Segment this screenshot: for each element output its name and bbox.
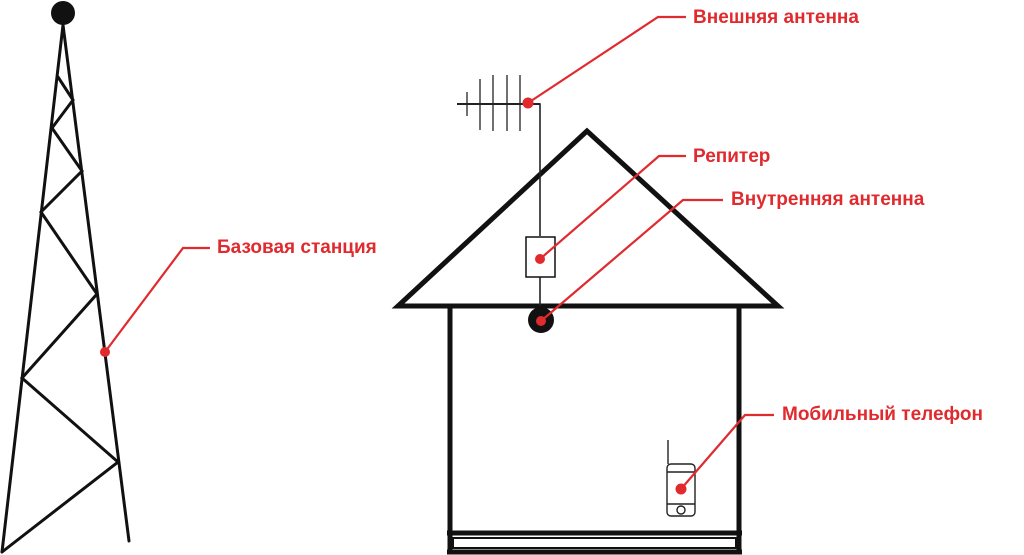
callout-dots [100, 97, 687, 495]
label-internal-antenna: Внутренняя антенна [731, 189, 925, 210]
house-icon [391, 127, 785, 555]
base-station-tower-icon [0, 1, 131, 554]
mobile-phone-icon [666, 440, 696, 517]
label-external-antenna: Внешняя антенна [693, 7, 859, 28]
label-base-station: Базовая станция [217, 237, 377, 258]
callout-lines [104, 15, 774, 490]
label-repeater: Репитер [693, 146, 771, 167]
label-mobile-phone: Мобильный телефон [782, 404, 983, 425]
